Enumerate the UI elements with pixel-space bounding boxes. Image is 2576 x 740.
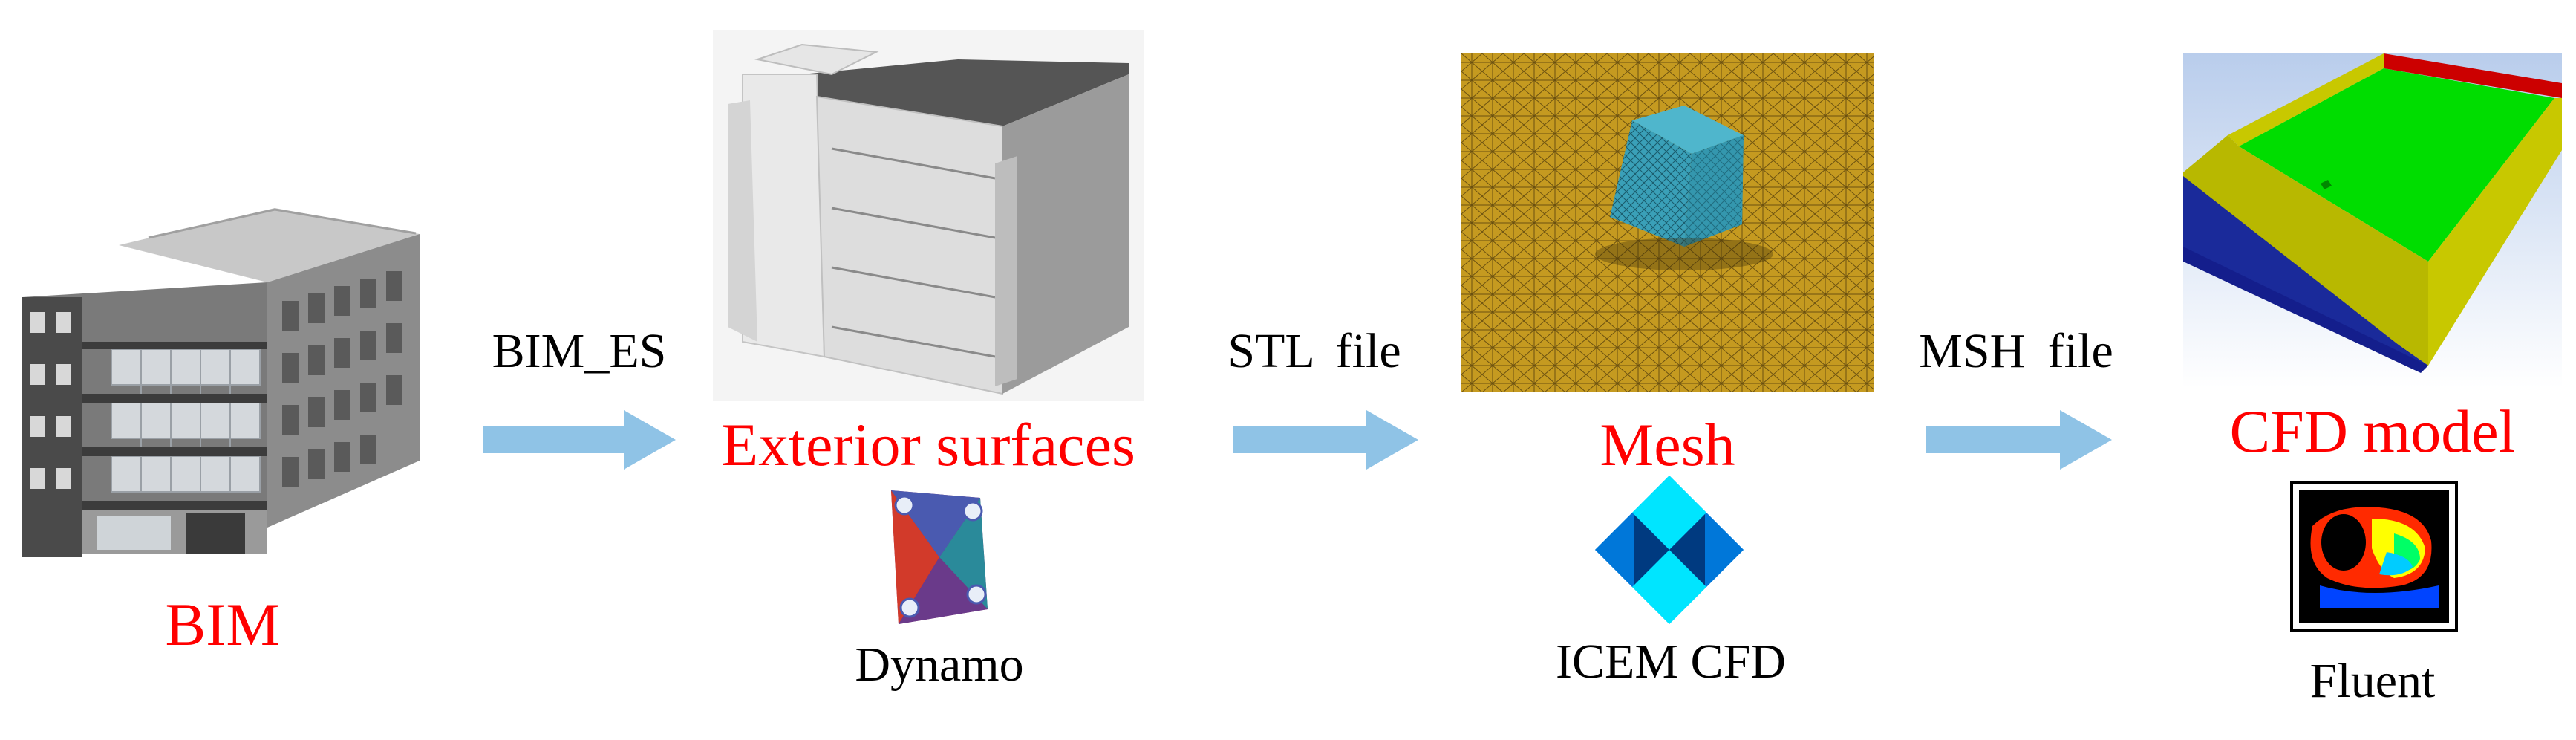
flow-arrow-icon (1926, 410, 2112, 470)
flow-arrow-icon (1233, 410, 1418, 470)
transition-label-stl-file: STL file (1227, 324, 1401, 378)
extruded-surfaces-icon (713, 30, 1144, 401)
transition-label-bim-es: BIM_ES (492, 324, 667, 378)
tool-label-icem-cfd: ICEM CFD (1556, 634, 1786, 689)
tool-label-dynamo: Dynamo (855, 637, 1024, 692)
stage-caption-mesh: Mesh (1600, 411, 1735, 478)
building-model-icon (15, 201, 431, 587)
stage-caption-exterior-surfaces: Exterior surfaces (721, 411, 1135, 478)
stage-caption-cfd-model: CFD model (2229, 397, 2516, 465)
fluent-logo-icon (2290, 481, 2458, 632)
stage-caption-bim: BIM (165, 591, 281, 658)
flow-arrow-icon (483, 410, 676, 470)
dynamo-logo-icon (884, 483, 995, 632)
icem-cfd-logo-icon (1595, 476, 1744, 624)
mesh-cube-icon (1461, 53, 1874, 392)
transition-label-msh-file: MSH file (1919, 324, 2113, 378)
cfd-box-icon (2183, 53, 2562, 388)
tool-label-fluent: Fluent (2309, 654, 2436, 708)
